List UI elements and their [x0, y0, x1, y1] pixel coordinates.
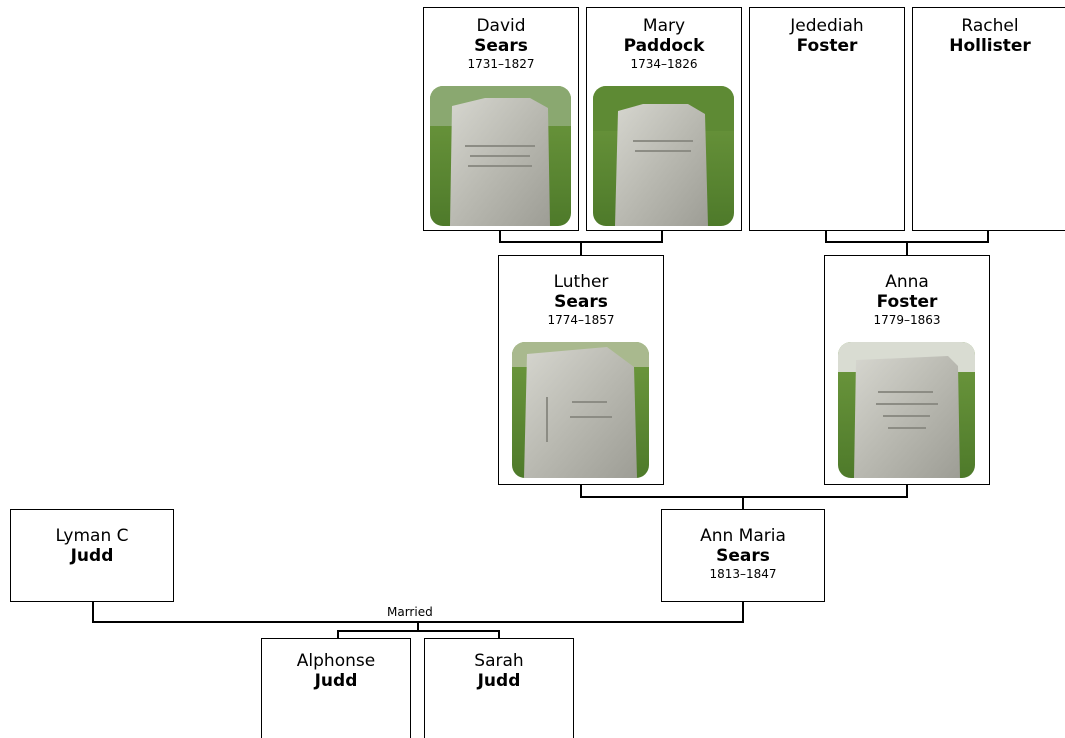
life-dates: 1734–1826	[630, 57, 698, 71]
person-jedediah-foster[interactable]: Jedediah Foster	[749, 7, 905, 231]
surname: Judd	[477, 671, 521, 691]
given-name: Mary	[642, 16, 686, 36]
connector	[580, 496, 908, 498]
gravestone-photo[interactable]	[430, 86, 571, 226]
person-lyman-c-judd[interactable]: Lyman C Judd	[10, 509, 174, 602]
person-luther-sears[interactable]: Luther Sears 1774–1857	[498, 255, 664, 485]
connector	[499, 231, 501, 242]
given-name: Luther	[553, 272, 609, 292]
connector	[337, 630, 499, 632]
person-rachel-hollister[interactable]: Rachel Hollister	[912, 7, 1065, 231]
life-dates: 1779–1863	[873, 313, 941, 327]
connector	[498, 630, 500, 639]
person-alphonse-judd[interactable]: Alphonse Judd	[261, 638, 411, 738]
surname: Sears	[554, 292, 608, 312]
given-name: Jedediah	[790, 16, 864, 36]
life-dates: 1813–1847	[709, 567, 777, 581]
given-name: Lyman C	[55, 526, 129, 546]
gravestone-photo[interactable]	[838, 342, 975, 478]
given-name: David	[476, 16, 526, 36]
given-name: Sarah	[474, 651, 524, 671]
person-sarah-judd[interactable]: Sarah Judd	[424, 638, 574, 738]
connector	[906, 485, 908, 497]
connector	[742, 496, 744, 510]
person-david-sears[interactable]: David Sears 1731–1827	[423, 7, 579, 231]
given-name: Anna	[885, 272, 929, 292]
marriage-connector	[92, 602, 94, 622]
connector	[987, 231, 989, 242]
life-dates: 1731–1827	[467, 57, 535, 71]
person-anna-foster[interactable]: Anna Foster 1779–1863	[824, 255, 990, 485]
connector	[661, 231, 663, 242]
surname: Sears	[474, 36, 528, 56]
gravestone-photo[interactable]	[512, 342, 649, 478]
connector	[906, 241, 908, 256]
married-label: Married	[387, 605, 433, 619]
surname: Hollister	[949, 36, 1031, 56]
connector	[825, 231, 827, 242]
given-name: Ann Maria	[700, 526, 786, 546]
gravestone-photo[interactable]	[593, 86, 734, 226]
person-ann-maria-sears[interactable]: Ann Maria Sears 1813–1847	[661, 509, 825, 602]
life-dates: 1774–1857	[547, 313, 615, 327]
surname: Foster	[796, 36, 858, 56]
marriage-connector	[742, 602, 744, 622]
connector	[337, 630, 339, 639]
connector	[580, 241, 582, 256]
surname: Sears	[716, 546, 770, 566]
given-name: Alphonse	[296, 651, 376, 671]
surname: Foster	[876, 292, 938, 312]
connector	[580, 485, 582, 497]
surname: Paddock	[623, 36, 705, 56]
surname: Judd	[70, 546, 114, 566]
connector	[417, 621, 419, 631]
person-mary-paddock[interactable]: Mary Paddock 1734–1826	[586, 7, 742, 231]
given-name: Rachel	[961, 16, 1019, 36]
surname: Judd	[314, 671, 358, 691]
